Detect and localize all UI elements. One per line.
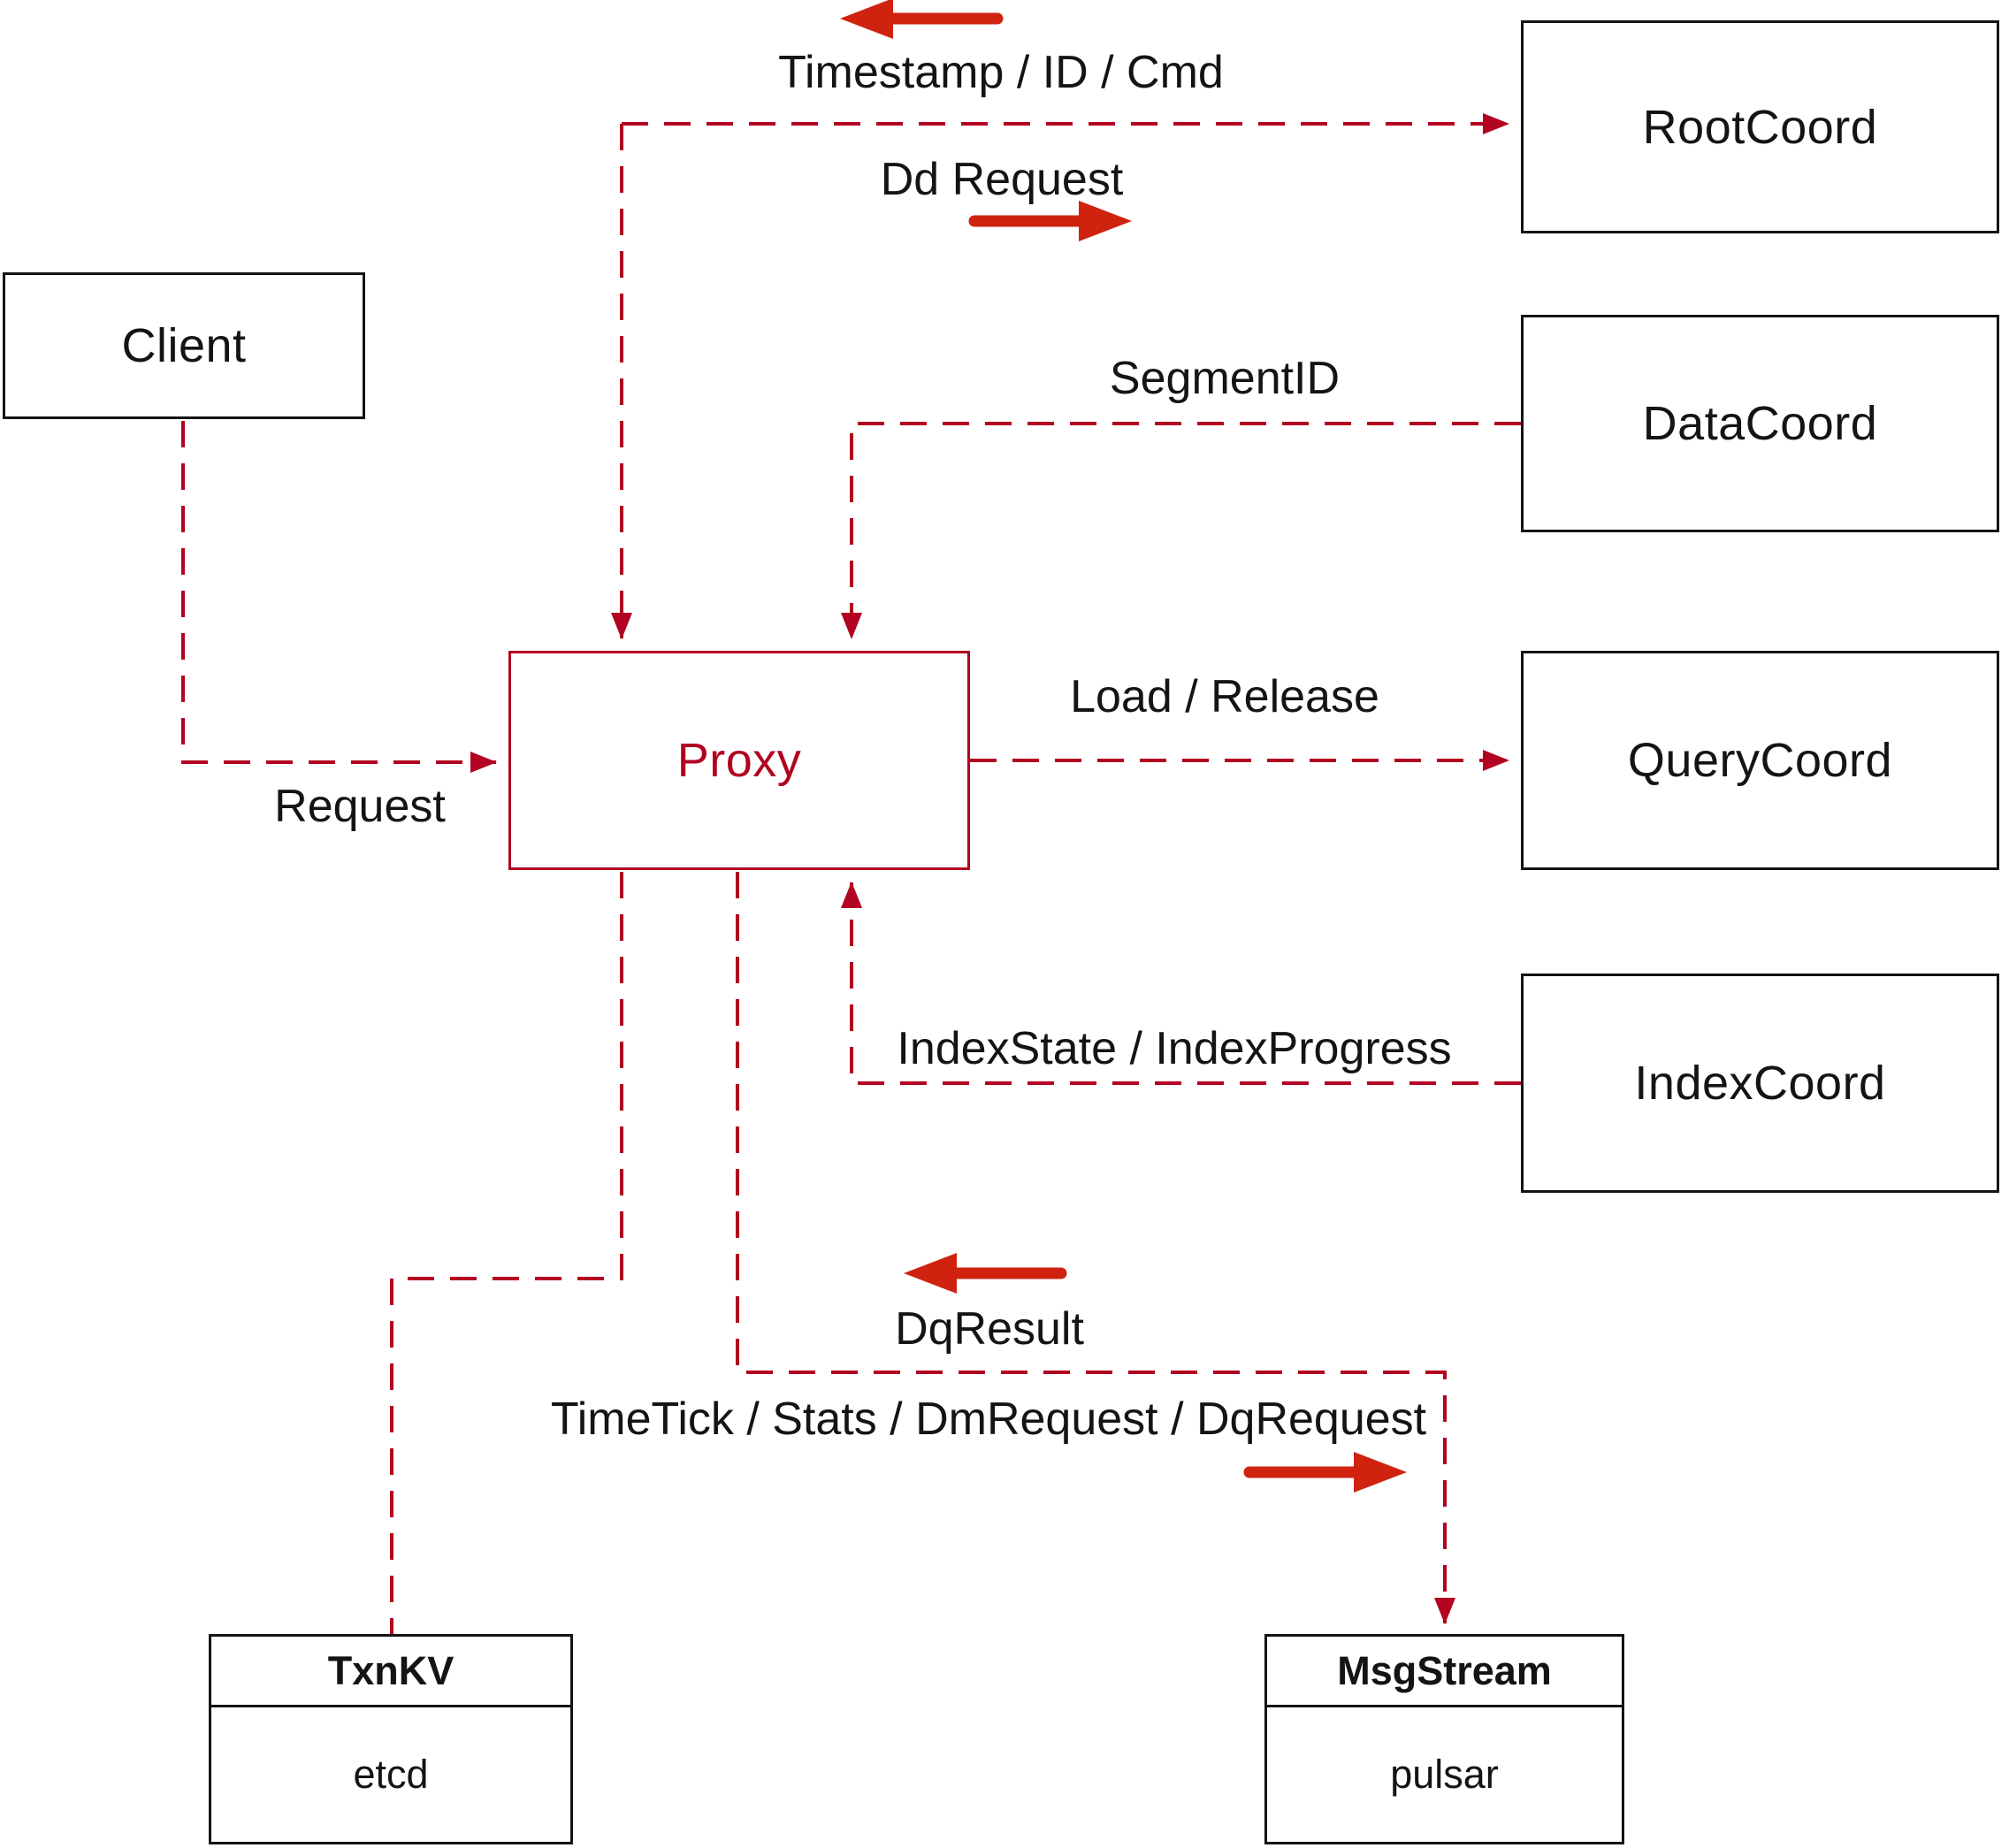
edge-label-dd-request: Dd Request [880,154,1124,205]
datacoord-box: DataCoord [1521,315,1999,532]
indexcoord-box: IndexCoord [1521,974,1999,1193]
edge-proxy-msgstream [736,872,1455,1624]
datacoord-label: DataCoord [1642,397,1878,450]
edge-label-load-release: Load / Release [1070,671,1379,722]
proxy-box: Proxy [508,651,970,870]
txnkv-box: TxnKV etcd [209,1634,573,1844]
edge-client-proxy [181,421,497,773]
txnkv-subtitle: etcd [353,1752,429,1797]
right-arrow-icon-dd-request [968,201,1132,241]
querycoord-label: QueryCoord [1627,734,1893,787]
edge-proxy-txnkv [390,872,623,1634]
right-arrow-icon-timetick [1243,1452,1407,1493]
msgstream-subtitle: pulsar [1390,1752,1499,1797]
left-arrow-icon-dqresult [904,1253,1067,1294]
edge-label-indexstate-indexprogress: IndexState / IndexProgress [897,1023,1452,1074]
edge-label-timetick-stats-dmrequest-dqrequest: TimeTick / Stats / DmRequest / DqRequest [550,1394,1427,1445]
edge-label-request: Request [274,781,446,832]
edge-label-dqresult: DqResult [895,1303,1084,1355]
edge-indexcoord-proxy [841,882,1521,1085]
proxy-label: Proxy [676,734,802,787]
edge-label-segmentid: SegmentID [1109,353,1341,404]
client-label: Client [121,319,247,372]
edge-datacoord-proxy [841,422,1521,639]
querycoord-box: QueryCoord [1521,651,1999,870]
indexcoord-label: IndexCoord [1634,1057,1886,1110]
edge-label-timestamp-id-cmd: Timestamp / ID / Cmd [778,47,1224,98]
rootcoord-box: RootCoord [1521,20,1999,233]
txnkv-title: TxnKV [211,1637,570,1707]
left-arrow-icon-timestamp [840,0,1004,39]
msgstream-title: MsgStream [1267,1637,1622,1707]
msgstream-box: MsgStream pulsar [1264,1634,1624,1844]
client-box: Client [3,272,365,419]
rootcoord-label: RootCoord [1642,100,1878,154]
